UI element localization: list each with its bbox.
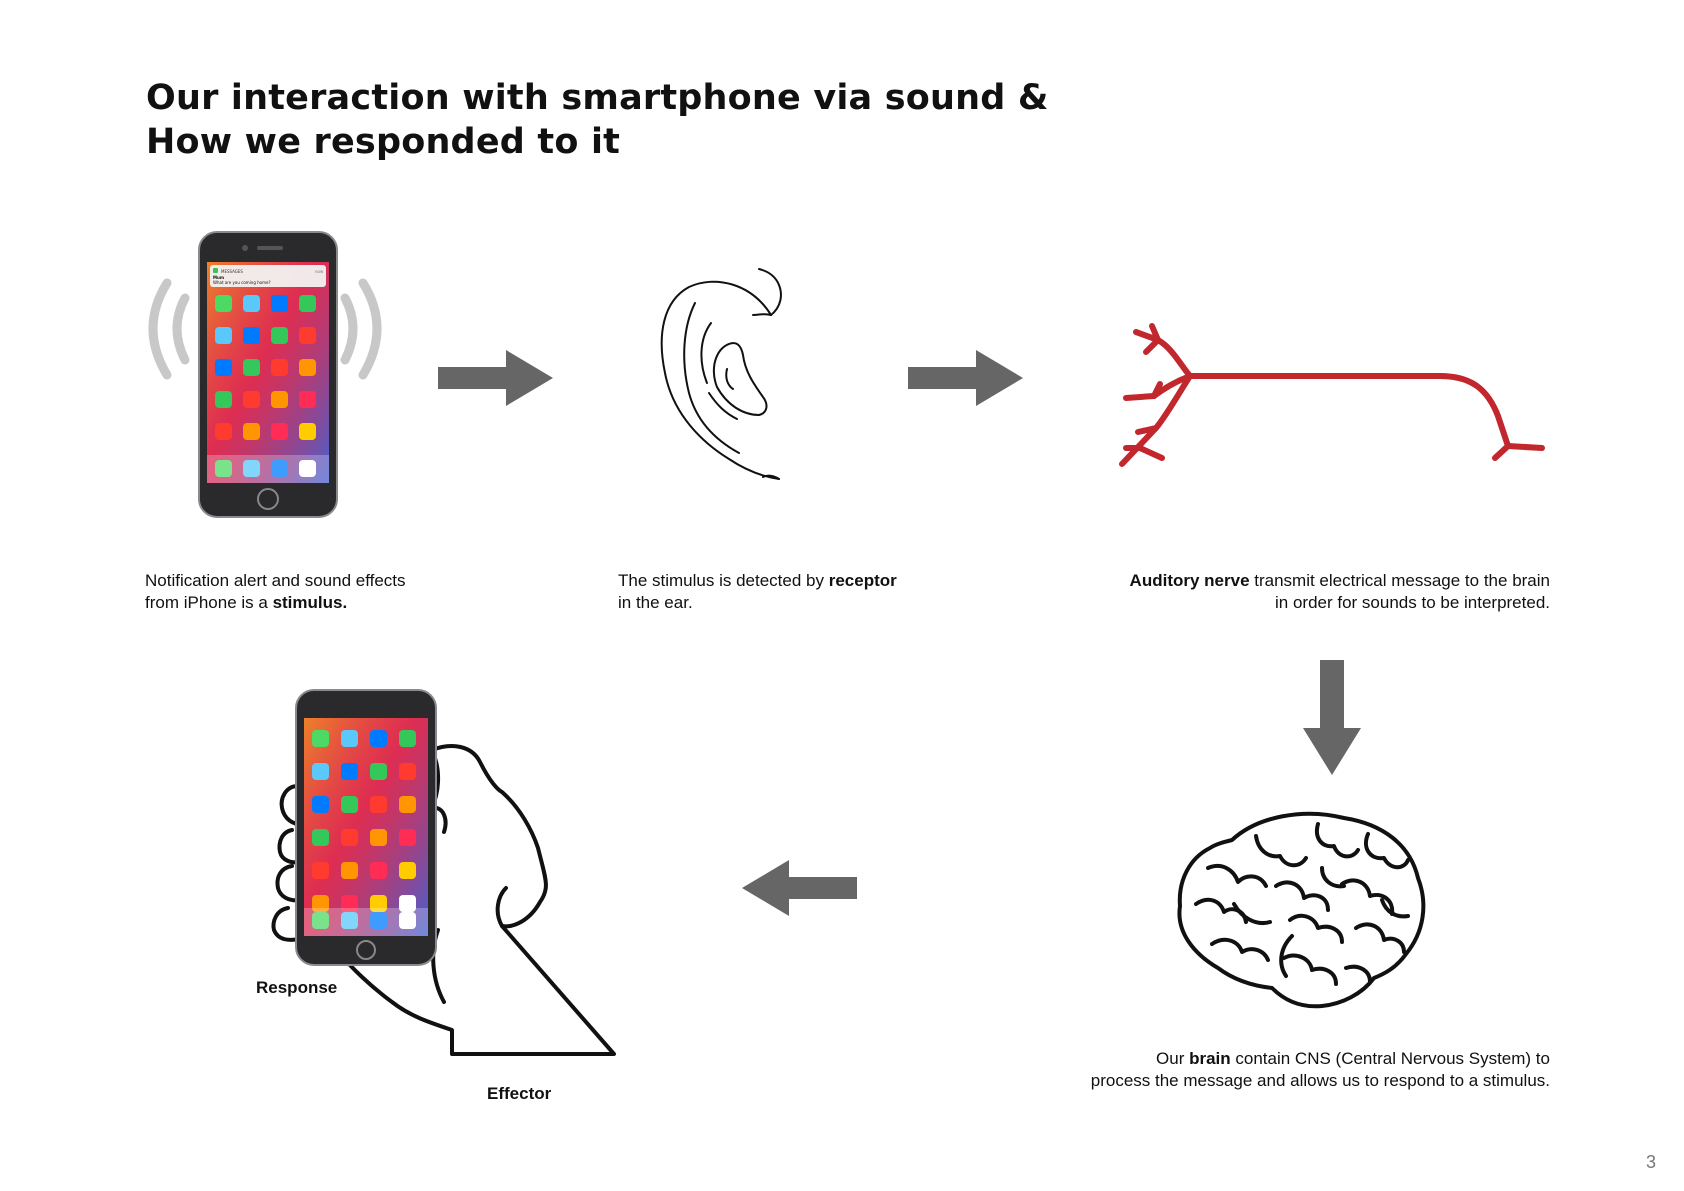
app-icon — [341, 796, 358, 813]
app-icon — [243, 327, 260, 344]
notification-sender: Mum — [213, 275, 224, 280]
app-icon — [215, 391, 232, 408]
app-icon — [399, 730, 416, 747]
app-icon — [341, 730, 358, 747]
notification-time: now — [315, 269, 324, 274]
caption-receptor: The stimulus is detected by receptor in … — [618, 571, 897, 612]
app-icon — [399, 796, 416, 813]
app-icon — [370, 796, 387, 813]
auditory-nerve-icon — [1119, 323, 1545, 467]
app-icon — [243, 423, 260, 440]
app-icon — [215, 359, 232, 376]
app-icon — [341, 895, 358, 912]
dock-icon — [312, 912, 329, 929]
app-icon — [341, 862, 358, 879]
app-icon — [299, 359, 316, 376]
app-icon — [243, 359, 260, 376]
app-icon — [215, 423, 232, 440]
app-icon — [370, 763, 387, 780]
dock-icon — [341, 912, 358, 929]
arrow-right-icon — [438, 350, 553, 406]
app-icon — [312, 829, 329, 846]
phone-vibrating-icon: MESSAGES now Mum What are you coming hom… — [148, 231, 382, 518]
caption-stimulus: Notification alert and sound effects fro… — [145, 571, 406, 612]
title-line-1: Our interaction with smartphone via soun… — [146, 78, 1049, 118]
app-icon — [312, 730, 329, 747]
page-number: 3 — [1645, 1152, 1656, 1172]
app-icon — [312, 763, 329, 780]
app-icon — [271, 295, 288, 312]
app-icon — [271, 327, 288, 344]
app-icon — [271, 359, 288, 376]
app-icon — [312, 862, 329, 879]
app-icon — [341, 829, 358, 846]
caption-brain: Our brain contain CNS (Central Nervous S… — [1090, 1049, 1550, 1090]
dock-icon — [271, 460, 288, 477]
app-icon — [299, 423, 316, 440]
ear-icon — [660, 268, 782, 480]
label-response: Response — [256, 978, 338, 997]
app-icon — [299, 295, 316, 312]
brain-icon — [1177, 811, 1426, 1009]
app-icon — [399, 862, 416, 879]
app-icon — [370, 862, 387, 879]
app-icon — [243, 295, 260, 312]
arrow-right-icon — [908, 350, 1023, 406]
label-effector: Effector — [487, 1084, 552, 1103]
app-icon — [312, 895, 329, 912]
app-icon — [370, 829, 387, 846]
dock-icon — [215, 460, 232, 477]
notification-app: MESSAGES — [221, 269, 243, 274]
title-line-2: How we responded to it — [146, 122, 621, 162]
app-icon — [370, 730, 387, 747]
app-icon — [370, 895, 387, 912]
app-icon — [399, 895, 416, 912]
caption-auditory-nerve: Auditory nerve transmit electrical messa… — [1129, 571, 1550, 612]
dock-icon — [243, 460, 260, 477]
dock-icon — [399, 912, 416, 929]
app-icon — [243, 391, 260, 408]
app-icon — [271, 423, 288, 440]
app-icon — [312, 796, 329, 813]
app-icon — [215, 295, 232, 312]
app-icon — [299, 391, 316, 408]
dock-icon — [299, 460, 316, 477]
app-icon — [399, 829, 416, 846]
app-icon — [299, 327, 316, 344]
app-icon — [215, 327, 232, 344]
dock-icon — [370, 912, 387, 929]
app-icon — [341, 763, 358, 780]
app-icon — [271, 391, 288, 408]
hand-holding-phone-icon — [271, 689, 616, 1056]
notification-message: What are you coming home? — [213, 280, 271, 285]
arrow-down-icon — [1303, 660, 1361, 775]
arrow-left-icon — [742, 860, 857, 916]
page-title: Our interaction with smartphone via soun… — [146, 76, 1049, 164]
app-icon — [399, 763, 416, 780]
